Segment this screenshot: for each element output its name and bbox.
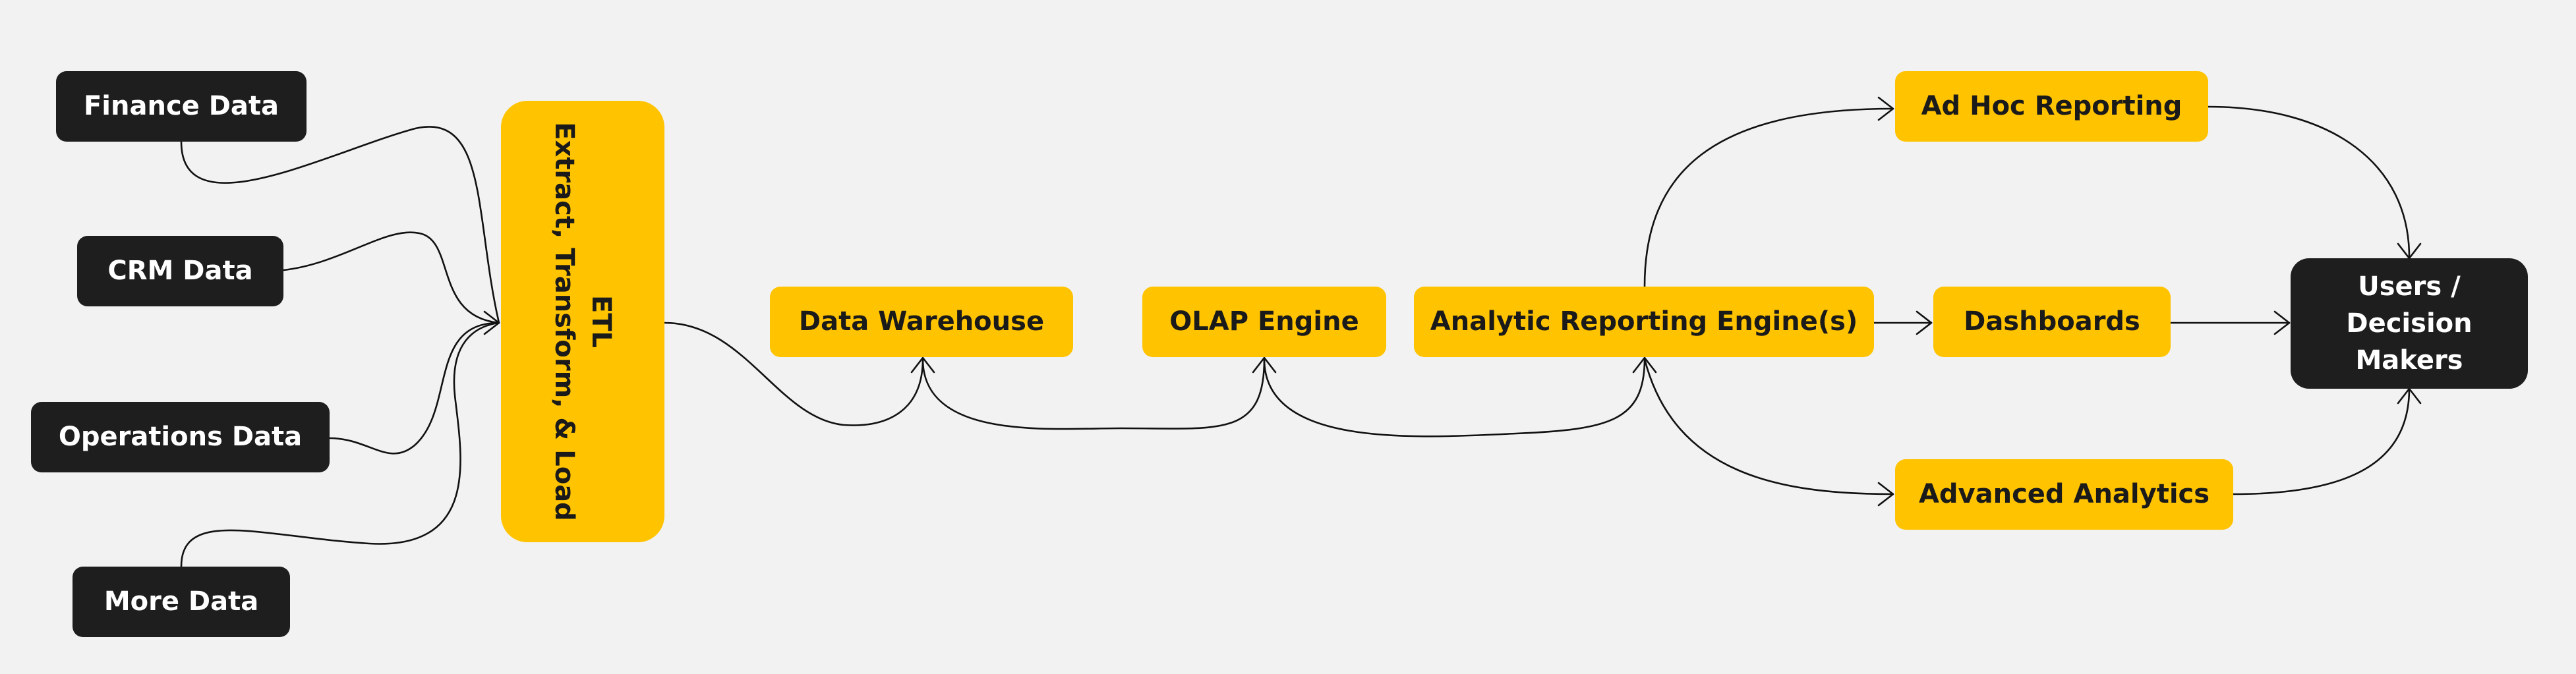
edge-olap-to-engine <box>1263 358 1646 437</box>
arrowhead-adhoc <box>1877 96 1894 121</box>
edge-warehouse-to-olap <box>922 358 1266 430</box>
edge-engine-to-advanced <box>1643 358 1894 495</box>
arrowhead-olap <box>1252 356 1277 374</box>
analytic-reporting-engine-label: Analytic Reporting Engine(s) <box>1430 306 1858 337</box>
edge-operations-to-etl <box>328 322 500 455</box>
source-operations-data[interactable]: Operations Data <box>31 402 330 472</box>
ad-hoc-reporting-node[interactable]: Ad Hoc Reporting <box>1895 71 2208 142</box>
dashboards-node[interactable]: Dashboards <box>1933 287 2171 357</box>
arrowhead-advanced <box>1877 482 1894 507</box>
source-more-data[interactable]: More Data <box>73 567 290 637</box>
source-more-label: More Data <box>103 586 259 617</box>
arrowhead-users-bottom <box>2397 387 2422 405</box>
etl-node[interactable]: ETL Extract, Transform, & Load <box>501 101 664 542</box>
edge-advanced-to-users <box>2232 387 2411 495</box>
ad-hoc-reporting-label: Ad Hoc Reporting <box>1921 90 2182 121</box>
olap-engine-label: OLAP Engine <box>1169 306 1359 337</box>
edge-more-to-etl <box>180 322 500 568</box>
edge-finance-to-etl <box>180 126 500 324</box>
source-finance-data[interactable]: Finance Data <box>56 71 307 142</box>
arrowhead-warehouse <box>910 356 935 374</box>
etl-subtitle: Extract, Transform, & Load <box>549 122 579 521</box>
arrowhead-engine <box>1632 356 1657 374</box>
etl-title: ETL <box>586 295 616 349</box>
dashboards-label: Dashboards <box>1964 306 2140 337</box>
source-crm-label: CRM Data <box>107 255 253 286</box>
arrowhead-etl-input <box>483 310 500 335</box>
users-decision-makers-node[interactable]: Users / Decision Makers <box>2291 258 2528 389</box>
advanced-analytics-label: Advanced Analytics <box>1918 478 2210 509</box>
source-crm-data[interactable]: CRM Data <box>77 236 283 306</box>
edge-crm-to-etl <box>282 231 500 324</box>
arrowhead-dashboards <box>1916 310 1933 335</box>
edge-etl-to-warehouse <box>663 322 924 426</box>
olap-engine-node[interactable]: OLAP Engine <box>1142 287 1386 357</box>
users-decision-makers-label: Users / Decision Makers <box>2346 271 2473 376</box>
data-warehouse-node[interactable]: Data Warehouse <box>770 287 1073 357</box>
data-warehouse-label: Data Warehouse <box>798 306 1045 337</box>
edge-engine-to-adhoc <box>1643 107 1894 288</box>
source-operations-label: Operations Data <box>58 421 303 452</box>
edge-adhoc-to-users <box>2207 105 2411 258</box>
analytic-reporting-engine-node[interactable]: Analytic Reporting Engine(s) <box>1414 287 1874 357</box>
advanced-analytics-node[interactable]: Advanced Analytics <box>1895 459 2233 530</box>
arrowhead-users-left <box>2273 310 2291 335</box>
source-finance-label: Finance Data <box>83 90 279 121</box>
etl-label: ETL Extract, Transform, & Load <box>546 122 620 521</box>
